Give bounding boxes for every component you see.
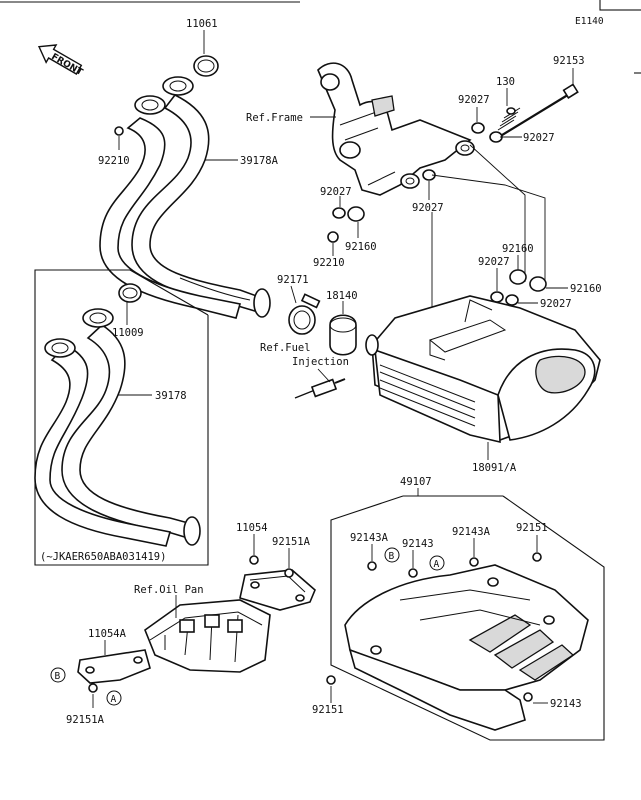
label-ref-fuel-2: Injection xyxy=(292,356,349,368)
washer-92143A-a xyxy=(367,561,377,571)
label-92027-f: 92027 xyxy=(540,298,572,310)
leader-92171 xyxy=(290,285,297,304)
label-92153: 92153 xyxy=(553,55,585,67)
washer-92143-b xyxy=(523,692,533,702)
corner-box xyxy=(599,0,641,11)
callout-a-bracket: A xyxy=(106,690,122,706)
washer-92027-e xyxy=(490,291,504,303)
exhaust-pipe-39178 xyxy=(34,308,201,547)
label-92143-a: 92143 xyxy=(402,538,434,550)
callout-b-cover: B xyxy=(384,547,400,563)
nut-92210-top xyxy=(114,126,124,136)
bolt-92151A-a xyxy=(284,568,294,578)
cover-group-box xyxy=(330,495,605,741)
front-arrow-icon: FRONT xyxy=(37,44,85,78)
label-92151-a: 92151 xyxy=(516,522,548,534)
washer-92143-a xyxy=(408,568,418,578)
svg-text:A: A xyxy=(111,694,117,705)
oxygen-sensor xyxy=(294,378,346,399)
label-130: 130 xyxy=(496,76,515,88)
label-92027-e: 92027 xyxy=(478,256,510,268)
label-92151A-b: 92151A xyxy=(66,714,105,726)
nut-92210-mid xyxy=(327,231,339,243)
muffler-18091A xyxy=(365,295,601,444)
bolt-92153 xyxy=(493,83,579,141)
label-92210-top: 92210 xyxy=(98,155,130,167)
svg-text:B: B xyxy=(389,551,395,562)
label-92143A-a: 92143A xyxy=(350,532,389,544)
label-11061: 11061 xyxy=(186,18,218,30)
guide-line-mid xyxy=(469,144,526,282)
washer-92027-f xyxy=(505,294,519,306)
muffler-cover-49107 xyxy=(344,564,589,731)
oil-pan xyxy=(144,599,271,673)
label-92027-c: 92027 xyxy=(320,186,352,198)
label-92151A-a: 92151A xyxy=(272,536,311,548)
callout-b-bracket: B xyxy=(50,667,66,683)
label-11054: 11054 xyxy=(236,522,268,534)
gasket-11009-inner xyxy=(122,287,138,299)
washer-92143A-b xyxy=(469,557,479,567)
label-92027-b: 92027 xyxy=(523,132,555,144)
label-39178A: 39178A xyxy=(240,155,279,167)
label-92143-b: 92143 xyxy=(550,698,582,710)
label-92027-d: 92027 xyxy=(412,202,444,214)
gasket-11061 xyxy=(193,55,219,77)
exhaust-pipe-39178A xyxy=(99,76,271,319)
frame-bracket xyxy=(317,62,475,196)
svg-text:B: B xyxy=(55,671,61,682)
guide-line-right xyxy=(431,174,546,280)
bolt-92151A-b xyxy=(88,683,98,693)
label-92160-a: 92160 xyxy=(345,241,377,253)
callout-a-cover: A xyxy=(429,555,445,571)
label-49107: 49107 xyxy=(400,476,432,488)
serial-note-box xyxy=(34,269,209,566)
label-11009: 11009 xyxy=(112,327,144,339)
label-92171: 92171 xyxy=(277,274,309,286)
screw-92151-b xyxy=(326,675,336,685)
grommet-92160-b xyxy=(509,269,527,285)
label-92160-b: 92160 xyxy=(502,243,534,255)
gasket-11061-inner xyxy=(197,59,215,73)
label-18140: 18140 xyxy=(326,290,358,302)
leader-ref-fuel xyxy=(317,368,331,383)
label-92210-mid: 92210 xyxy=(313,257,345,269)
label-92151-b: 92151 xyxy=(312,704,344,716)
washer-92027-a xyxy=(471,122,485,134)
bracket-11054 xyxy=(239,569,316,611)
screw-92151-a xyxy=(532,552,542,562)
spring-130 xyxy=(497,107,521,131)
gasket-11009 xyxy=(118,283,142,303)
label-92160-c: 92160 xyxy=(570,283,602,295)
washer-92027-c xyxy=(332,207,346,219)
serial-note-box-diag xyxy=(129,269,209,316)
label-ref-fuel-1: Ref.Fuel xyxy=(260,342,311,354)
label-11054A: 11054A xyxy=(88,628,127,640)
bracket-11054A xyxy=(77,649,151,684)
clamp-92171 xyxy=(288,293,321,335)
washer-11054 xyxy=(249,555,259,565)
label-39178: 39178 xyxy=(155,390,187,402)
label-ref-oil-pan: Ref.Oil Pan xyxy=(134,584,204,596)
label-18091A: 18091/A xyxy=(472,462,517,474)
label-92143A-b: 92143A xyxy=(452,526,491,538)
grommet-92160-a xyxy=(347,206,365,222)
grommet-92160-c xyxy=(529,276,547,292)
section-code: E1140 xyxy=(575,16,604,27)
svg-text:A: A xyxy=(434,559,440,570)
label-92027-a: 92027 xyxy=(458,94,490,106)
label-ref-frame: Ref.Frame xyxy=(246,112,303,124)
serial-note: (~JKAER650ABA031419) xyxy=(40,551,166,563)
collar-18140 xyxy=(329,314,357,356)
